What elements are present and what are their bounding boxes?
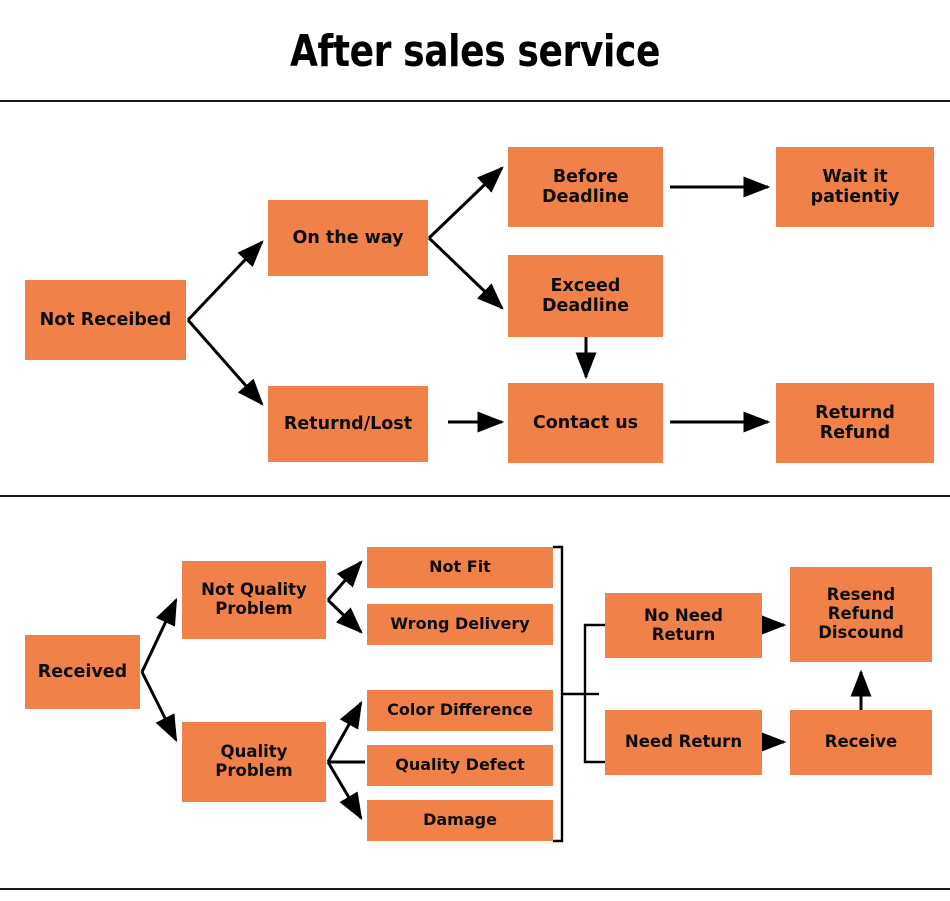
node-not-quality-problem[interactable]: Not Quality Problem xyxy=(182,561,326,639)
node-color-difference[interactable]: Color Difference xyxy=(367,690,553,731)
divider-top xyxy=(0,100,950,102)
edge-received-notqualityproblem xyxy=(140,597,178,673)
node-damage-label: Damage xyxy=(423,810,497,830)
node-exceed-deadline-label: Exceed Deadline xyxy=(541,275,630,316)
node-on-the-way-label: On the way xyxy=(292,227,404,248)
node-returnd-refund[interactable]: Returnd Refund xyxy=(776,383,934,463)
node-contact-us-label: Contact us xyxy=(532,412,639,433)
node-received-label: Received xyxy=(37,661,128,682)
node-need-return-label: Need Return xyxy=(624,732,743,752)
edge-notreceived-returnedlost xyxy=(186,319,264,406)
edge-qualityproblem-damage xyxy=(326,761,363,821)
node-resend-refund-discound[interactable]: Resend Refund Discound xyxy=(790,567,932,662)
node-not-received[interactable]: Not Receibed xyxy=(25,280,186,360)
node-quality-problem[interactable]: Quality Problem xyxy=(182,722,326,802)
node-wait-patiently[interactable]: Wait it patientiy xyxy=(776,147,934,227)
node-on-the-way[interactable]: On the way xyxy=(268,200,428,276)
node-not-fit-label: Not Fit xyxy=(429,557,491,577)
edge-notqualityproblem-notfit xyxy=(326,560,363,601)
edge-ontheway-beforedeadline xyxy=(427,166,504,240)
node-wrong-delivery[interactable]: Wrong Delivery xyxy=(367,604,553,645)
node-wrong-delivery-label: Wrong Delivery xyxy=(390,614,530,634)
node-quality-problem-label: Quality Problem xyxy=(215,742,293,780)
node-not-fit[interactable]: Not Fit xyxy=(367,547,553,588)
node-returnd-refund-label: Returnd Refund xyxy=(815,402,895,443)
node-before-deadline-label: Before Deadline xyxy=(541,166,630,207)
bracket-reasons xyxy=(553,545,564,843)
node-damage[interactable]: Damage xyxy=(367,800,553,841)
node-not-quality-problem-label: Not Quality Problem xyxy=(201,580,307,618)
edge-notreceived-ontheway xyxy=(186,240,264,322)
node-receive[interactable]: Receive xyxy=(790,710,932,775)
node-receive-label: Receive xyxy=(824,732,898,752)
node-before-deadline[interactable]: Before Deadline xyxy=(508,147,663,227)
node-returned-lost[interactable]: Returnd/Lost xyxy=(268,386,428,462)
edge-notqualityproblem-wrongdelivery xyxy=(326,598,363,634)
node-wait-patiently-label: Wait it patientiy xyxy=(810,166,900,207)
node-no-need-return[interactable]: No Need Return xyxy=(605,593,762,658)
node-received[interactable]: Received xyxy=(25,635,140,709)
node-need-return[interactable]: Need Return xyxy=(605,710,762,775)
node-resend-refund-discound-label: Resend Refund Discound xyxy=(818,585,904,642)
edge-ontheway-exceeddeadline xyxy=(427,236,504,310)
divider-bottom xyxy=(0,888,950,890)
node-color-difference-label: Color Difference xyxy=(387,700,533,720)
node-no-need-return-label: No Need Return xyxy=(644,605,723,644)
node-contact-us[interactable]: Contact us xyxy=(508,383,663,463)
node-quality-defect-label: Quality Defect xyxy=(395,755,525,775)
page-title: After sales service xyxy=(289,26,661,77)
node-not-received-label: Not Receibed xyxy=(39,309,172,330)
node-returned-lost-label: Returnd/Lost xyxy=(283,413,413,434)
divider-middle xyxy=(0,495,950,497)
node-exceed-deadline[interactable]: Exceed Deadline xyxy=(508,255,663,337)
node-quality-defect[interactable]: Quality Defect xyxy=(367,745,553,786)
edge-qualityproblem-colordifference xyxy=(326,700,363,763)
edge-received-qualityproblem xyxy=(140,671,178,743)
